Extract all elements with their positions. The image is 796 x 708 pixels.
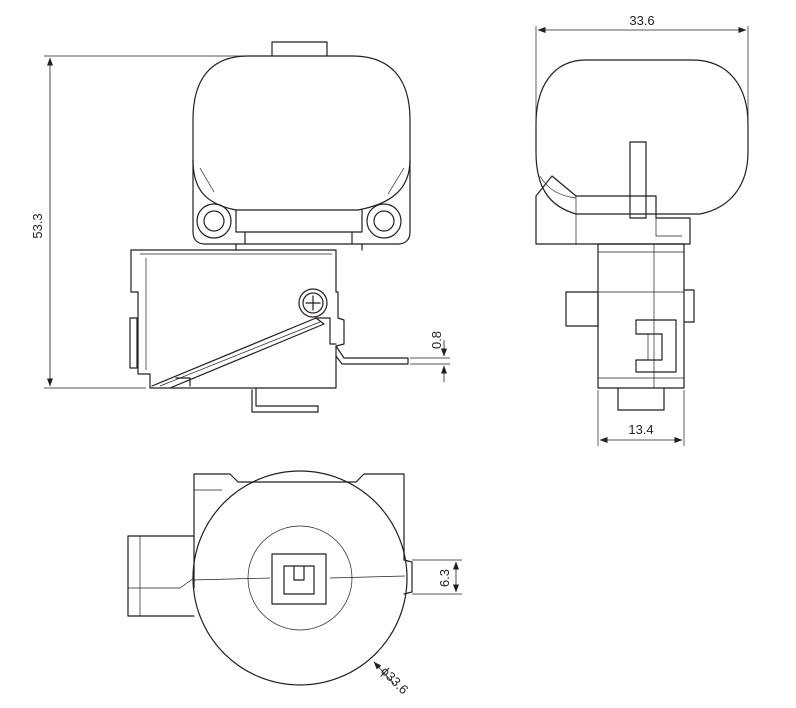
phillips-screw xyxy=(298,288,328,318)
body-inner-circle xyxy=(247,525,353,631)
side-housing xyxy=(535,59,749,215)
height-dimension: 53.3 xyxy=(30,55,264,389)
bottom-view xyxy=(127,470,413,686)
width-side-label: 33.6 xyxy=(629,13,654,28)
bottom-terminal xyxy=(251,387,319,413)
side-latch xyxy=(129,317,138,369)
body-outer-circle xyxy=(192,470,408,686)
side-view xyxy=(535,59,749,411)
right-mounting-ear xyxy=(366,203,402,239)
side-hook-slot xyxy=(635,319,677,373)
mounting-ear-section xyxy=(192,159,411,245)
actuator-lever xyxy=(151,317,325,389)
left-mounting-hole xyxy=(203,210,225,232)
left-mounting-ear xyxy=(196,203,232,239)
side-right-tab xyxy=(683,289,695,323)
slot-width-dimension: 6.3 xyxy=(412,559,462,595)
center-slot xyxy=(271,553,327,605)
slot-width-label: 6.3 xyxy=(437,569,452,587)
bottom-left-protrusion xyxy=(127,535,195,617)
side-left-tab xyxy=(565,291,599,327)
bottom-right-stub xyxy=(403,559,413,595)
height-total-label: 53.3 xyxy=(30,213,45,238)
diameter-dimension: ϕ33.6 xyxy=(373,661,412,698)
bottom-upper-block xyxy=(193,473,405,561)
side-bottom-terminal xyxy=(617,387,665,411)
top-tab xyxy=(271,41,328,57)
body-width-label: 13.4 xyxy=(628,422,653,437)
terminal-thickness-dimension: 0.8 xyxy=(410,331,450,382)
width-dimension: 33.6 xyxy=(535,13,749,120)
right-terminal xyxy=(335,345,409,365)
front-view xyxy=(129,41,411,413)
body-width-dimension: 13.4 xyxy=(597,390,685,446)
right-mounting-hole xyxy=(373,210,395,232)
terminal-thickness-label: 0.8 xyxy=(429,331,444,349)
side-switch-body xyxy=(597,243,685,389)
diameter-label: ϕ33.6 xyxy=(378,664,412,698)
rounded-housing xyxy=(192,55,411,211)
side-ledge xyxy=(535,175,691,245)
side-lever xyxy=(629,141,647,219)
